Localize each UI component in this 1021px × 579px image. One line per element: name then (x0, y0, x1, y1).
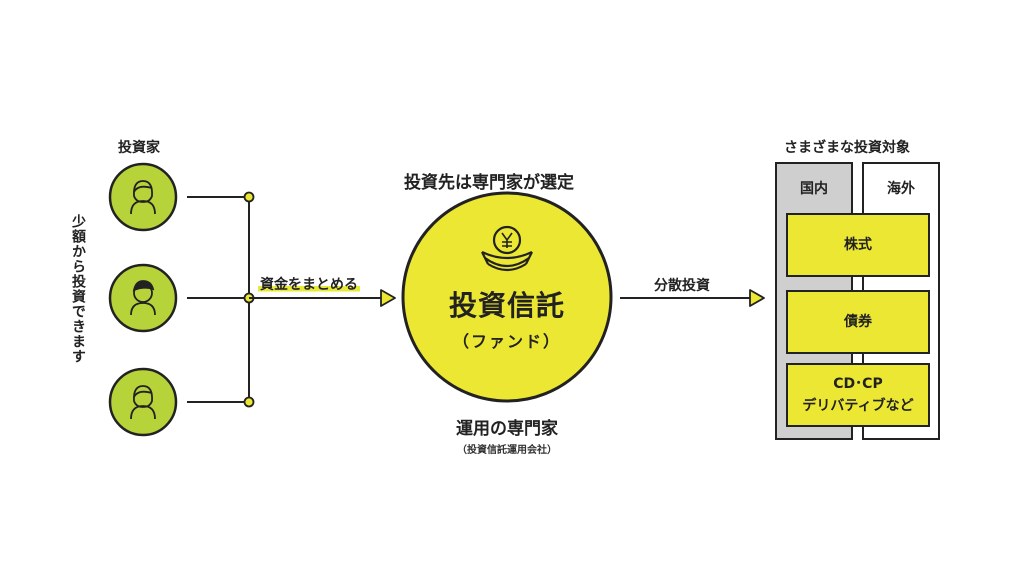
female-investor-icon (130, 180, 156, 215)
connector-lines (187, 196, 250, 403)
small-amount-label: 少額から投資できます (70, 214, 86, 364)
manager-label: 運用の専門家 (456, 419, 558, 439)
asset-stocks: 株式 (844, 237, 872, 253)
domestic-label: 国内 (800, 181, 828, 197)
investor-2 (108, 263, 178, 333)
investor-3 (108, 367, 178, 437)
asset-boxes (786, 213, 930, 427)
arrow-to-fund (249, 289, 396, 307)
overseas-label: 海外 (887, 181, 915, 197)
asset-cd-cp: CD･CP (833, 376, 883, 392)
asset-bonds: 債券 (844, 314, 872, 330)
female-investor-icon (130, 385, 156, 420)
fund-title: 投資信託 (448, 289, 565, 322)
fund-subtitle: （ファンド） (452, 332, 561, 351)
investor-1 (108, 162, 178, 232)
junction-dots (243, 191, 255, 408)
asset-derivatives: デリバティブなど (802, 398, 914, 414)
investors-label: 投資家 (118, 140, 160, 156)
arrow-to-targets (620, 289, 765, 307)
expert-selects-label: 投資先は専門家が選定 (404, 173, 574, 193)
yen-money-bag-icon (481, 225, 533, 272)
manager-sub-label: （投資信託運用会社） (457, 445, 557, 456)
fund-circle (401, 191, 613, 403)
diversified-label: 分散投資 (654, 278, 710, 294)
pool-funds-text: 資金をまとめる (258, 277, 360, 293)
targets-label: さまざまな投資対象 (784, 140, 910, 156)
male-investor-icon (130, 280, 156, 316)
pool-funds-label: 資金をまとめる (258, 274, 360, 294)
